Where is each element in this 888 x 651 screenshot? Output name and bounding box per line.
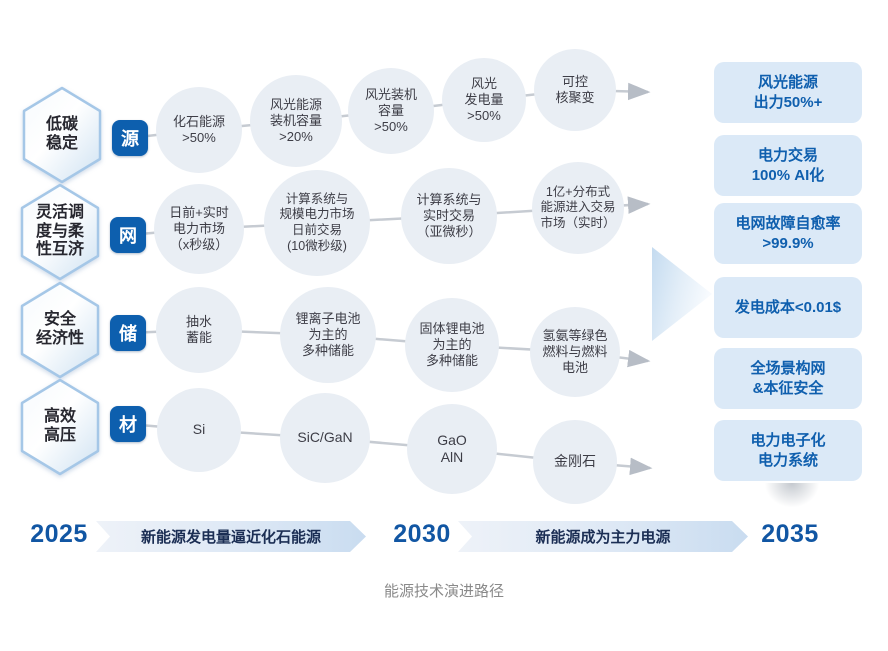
timeline-year-2025: 2025: [30, 520, 88, 548]
hexagon-shape: [20, 183, 100, 281]
tech-node: 风光 发电量 >50%: [442, 58, 526, 142]
milestone-card: 发电成本<0.01$: [714, 277, 862, 338]
category-label: 安全 经济性: [35, 311, 84, 347]
row-badge-grid: 网: [110, 217, 146, 253]
tech-node: SiC/GaN: [280, 393, 370, 483]
tech-node: 锂离子电池 为主的 多种储能: [280, 287, 376, 383]
tech-node: 风光装机 容量 >50%: [348, 68, 434, 154]
tech-node: 日前+实时 电力市场 （x秒级）: [154, 184, 244, 274]
chevron-right-icon: [652, 247, 712, 341]
tech-node: GaO AlN: [407, 404, 497, 494]
card-shadow: [754, 483, 830, 517]
tech-node: 抽水 蓄能: [156, 287, 242, 373]
timeline-banner: 新能源成为主力电源: [458, 521, 748, 552]
milestone-card: 全场景构网 &本征安全: [714, 348, 862, 409]
milestone-card: 电力电子化 电力系统: [714, 420, 862, 481]
row-badge-source: 源: [112, 120, 148, 156]
tech-node: 风光能源 装机容量 >20%: [250, 75, 342, 167]
tech-node: 计算系统与 规模电力市场 日前交易 (10微秒级): [264, 170, 370, 276]
tech-node: 氢氨等绿色 燃料与燃料 电池: [530, 307, 620, 397]
timeline-banner: 新能源发电量逼近化石能源: [96, 521, 366, 552]
category-hexagon: 高效 高压: [18, 378, 102, 476]
milestone-card: 风光能源 出力50%+: [714, 62, 862, 123]
category-hexagon: 低碳 稳定: [20, 86, 104, 184]
tech-node: Si: [157, 388, 241, 472]
timeline-year-2035: 2035: [761, 520, 819, 548]
timeline-banner-label: 新能源成为主力电源: [535, 529, 671, 546]
row-badge-storage: 储: [110, 315, 146, 351]
milestone-card: 电网故障自愈率 >99.9%: [714, 203, 862, 264]
diagram-caption: 能源技术演进路径: [383, 583, 504, 600]
tech-node: 固体锂电池 为主的 多种储能: [405, 298, 499, 392]
tech-node: 金刚石: [533, 420, 617, 504]
milestone-card: 电力交易 100% AI化: [714, 135, 862, 196]
hexagon-shape: [20, 281, 100, 379]
tech-node: 可控 核聚变: [534, 49, 616, 131]
tech-node: 化石能源 >50%: [156, 87, 242, 173]
tech-node: 1亿+分布式 能源进入交易 市场（实时）: [532, 162, 624, 254]
hexagon-shape: [20, 378, 100, 476]
timeline-year-2030: 2030: [393, 520, 451, 548]
category-label: 高效 高压: [43, 408, 76, 444]
category-label: 灵活调 度与柔 性互济: [35, 203, 84, 259]
category-hexagon: 灵活调 度与柔 性互济: [18, 183, 102, 281]
category-label: 低碳 稳定: [45, 116, 78, 152]
tech-node: 计算系统与 实时交易 （亚微秒）: [401, 168, 497, 264]
category-hexagon: 安全 经济性: [18, 281, 102, 379]
timeline-banner-label: 新能源发电量逼近化石能源: [140, 529, 321, 546]
row-badge-material: 材: [110, 406, 146, 442]
hexagon-shape: [22, 86, 102, 184]
